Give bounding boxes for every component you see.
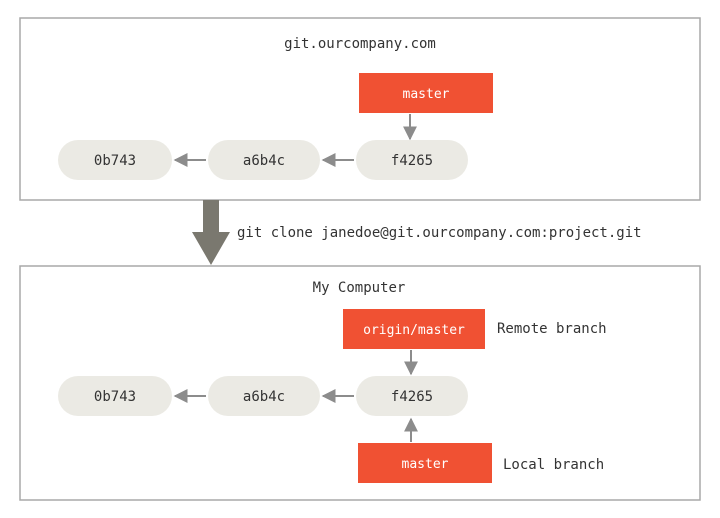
- clone-arrow-shaft: [203, 200, 219, 234]
- remote-commit-f4265: f4265: [356, 140, 468, 180]
- origin-master-branch-label: origin/master: [363, 323, 465, 338]
- local-master-branch-label: master: [402, 457, 449, 472]
- local-commit-f4265-label: f4265: [391, 389, 433, 405]
- remote-server-panel: git.ourcompany.com master 0b743 a6b4c f4…: [19, 17, 701, 201]
- remote-commit-0b743: 0b743: [58, 140, 172, 180]
- local-computer-panel: My Computer origin/master Remote branch …: [19, 265, 701, 501]
- remote-master-branch-label: master: [403, 87, 450, 102]
- clone-command-text: git clone janedoe@git.ourcompany.com:pro…: [237, 225, 642, 241]
- local-commit-a6b4c-label: a6b4c: [243, 389, 285, 405]
- local-computer-title: My Computer: [313, 280, 406, 296]
- local-branch-caption: Local branch: [503, 457, 604, 473]
- remote-branch-caption: Remote branch: [497, 321, 607, 337]
- remote-server-title: git.ourcompany.com: [284, 36, 436, 52]
- remote-commit-f4265-label: f4265: [391, 153, 433, 169]
- remote-commit-0b743-label: 0b743: [94, 153, 136, 169]
- local-commit-a6b4c: a6b4c: [208, 376, 320, 416]
- local-commit-0b743-label: 0b743: [94, 389, 136, 405]
- origin-master-branch-box: [343, 309, 485, 349]
- remote-commit-a6b4c-label: a6b4c: [243, 153, 285, 169]
- local-commit-f4265: f4265: [356, 376, 468, 416]
- clone-arrow: [192, 200, 230, 265]
- remote-commit-a6b4c: a6b4c: [208, 140, 320, 180]
- local-master-branch-box: [358, 443, 492, 483]
- local-commit-0b743: 0b743: [58, 376, 172, 416]
- remote-master-branch-box: [359, 73, 493, 113]
- clone-arrow-head: [192, 232, 230, 265]
